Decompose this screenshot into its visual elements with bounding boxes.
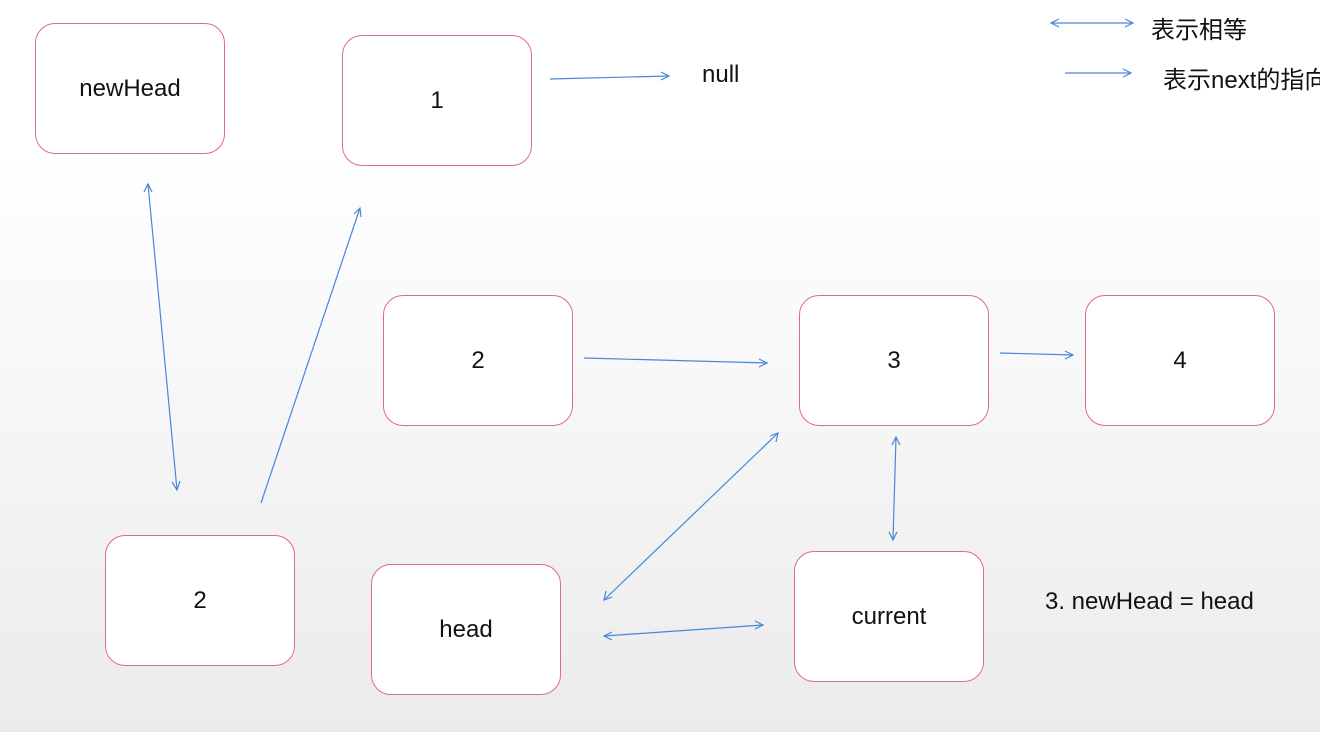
step-note: 3. newHead = head — [1045, 588, 1254, 615]
node-one: 1 — [342, 35, 532, 166]
node-head: head — [371, 564, 561, 695]
node-three-label: 3 — [887, 346, 901, 374]
node-current-label: current — [851, 602, 927, 630]
node-head-label: head — [439, 615, 493, 643]
node-two-middle: 2 — [383, 295, 573, 426]
edge-one-to-null — [549, 71, 671, 81]
node-two-bottom: 2 — [105, 535, 295, 666]
node-newhead: newHead — [35, 23, 225, 154]
node-two-bottom-label: 2 — [193, 586, 207, 614]
edge-two-to-one — [260, 206, 362, 504]
node-four-label: 4 — [1173, 346, 1187, 374]
legend-equal-arrow — [1049, 18, 1135, 28]
legend-next-arrow — [1065, 68, 1133, 78]
edge-three-to-four — [999, 350, 1075, 360]
node-three: 3 — [799, 295, 989, 426]
node-two-middle-label: 2 — [471, 346, 485, 374]
edge-head-equals-current — [602, 620, 765, 641]
legend-next-label: 表示next的指向 — [1163, 67, 1320, 94]
legend-equal-label: 表示相等 — [1151, 17, 1247, 44]
edge-newhead-equals-two — [143, 182, 181, 492]
null-label: null — [702, 61, 740, 88]
edge-head-equals-three — [603, 432, 779, 601]
node-newhead-label: newHead — [79, 74, 181, 102]
edge-two-to-three — [583, 357, 769, 368]
edge-three-equals-current — [888, 435, 901, 542]
node-four: 4 — [1085, 295, 1275, 426]
node-one-label: 1 — [430, 86, 444, 114]
node-current: current — [794, 551, 984, 682]
